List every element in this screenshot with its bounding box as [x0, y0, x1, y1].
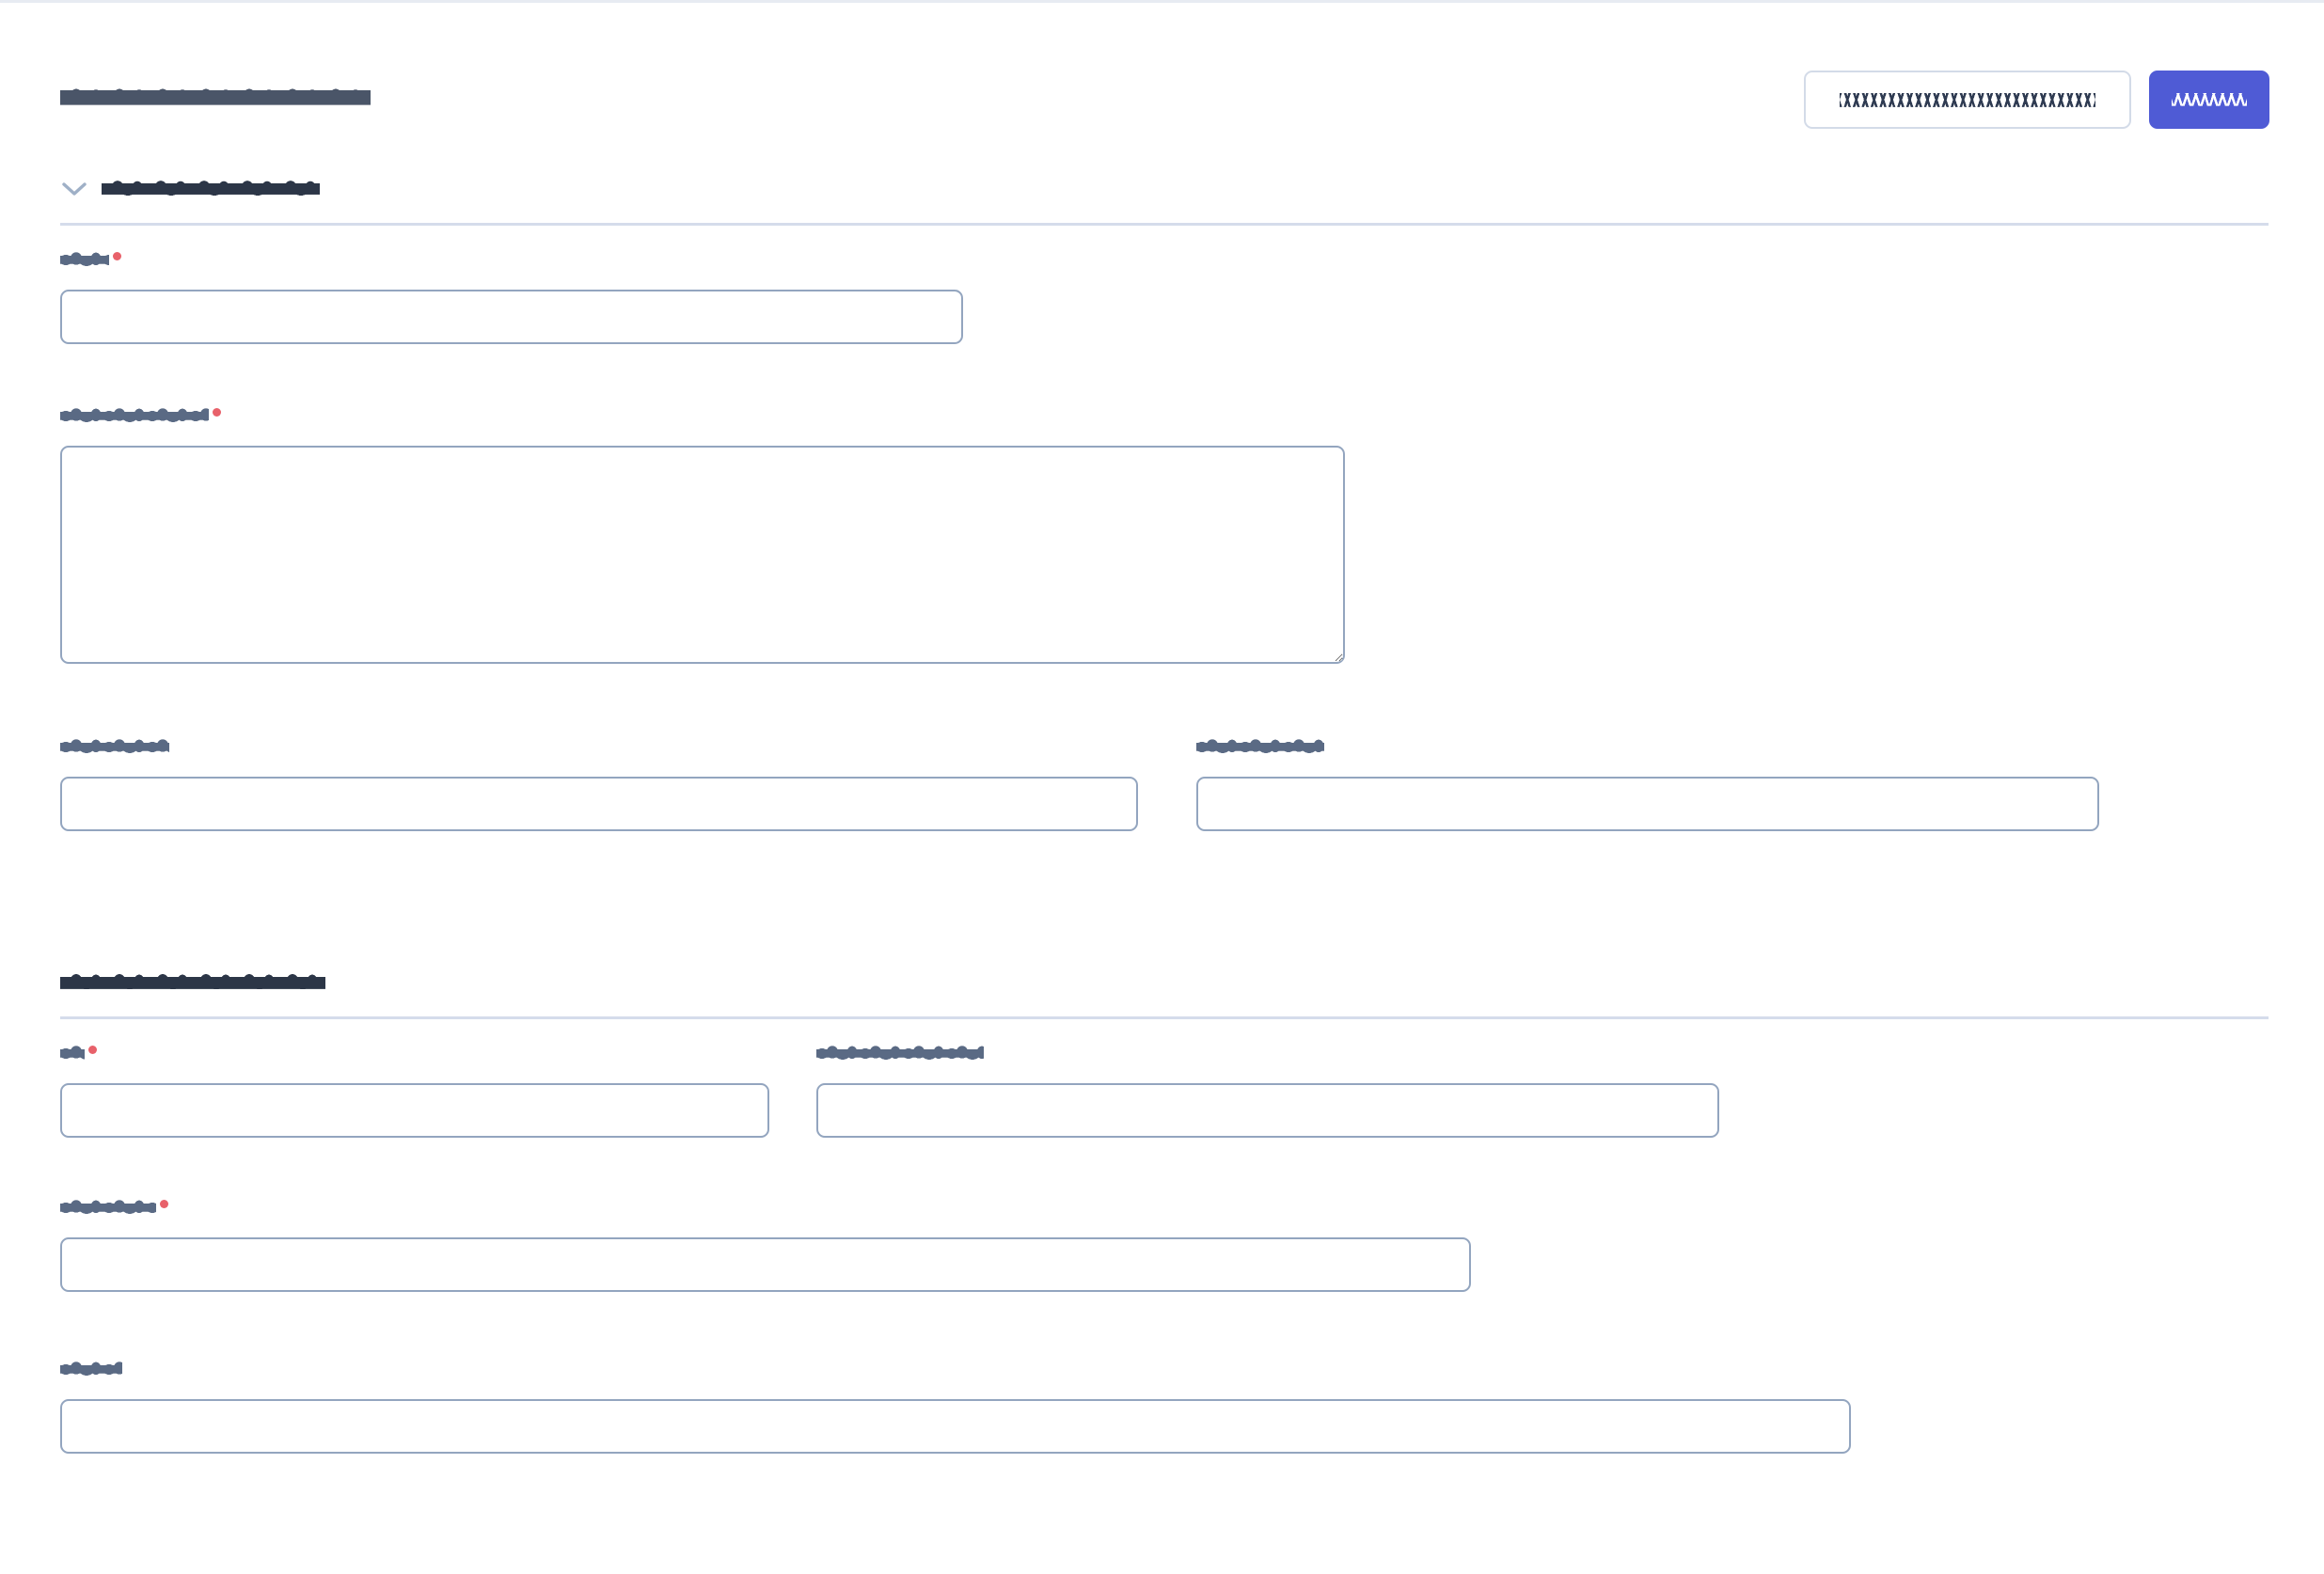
primary-action-label	[2172, 89, 2247, 110]
field-4-input[interactable]	[1196, 777, 2099, 831]
field-4-label	[1196, 738, 1324, 756]
field-1-input[interactable]	[60, 290, 963, 344]
field-7-label-row	[60, 1199, 1471, 1220]
chevron-down-icon[interactable]	[60, 181, 88, 197]
field-6-label	[816, 1045, 984, 1062]
section-two	[0, 964, 2324, 1019]
field-2-required-marker	[213, 408, 221, 417]
field-8	[60, 1361, 1851, 1454]
field-1-label	[60, 251, 109, 269]
field-5-required-marker	[88, 1046, 97, 1054]
section-one-divider	[60, 223, 2269, 226]
page-title	[60, 82, 371, 114]
section-two-header	[0, 964, 2324, 1001]
field-2	[60, 407, 1345, 664]
field-7	[60, 1199, 1471, 1292]
field-5	[60, 1045, 769, 1138]
field-3	[60, 738, 1138, 831]
field-8-label	[60, 1361, 122, 1378]
field-2-textarea[interactable]	[60, 446, 1345, 664]
field-3-label-row	[60, 738, 1138, 759]
primary-action-button[interactable]	[2149, 71, 2269, 129]
field-6-label-row	[816, 1045, 1719, 1065]
field-7-input[interactable]	[60, 1237, 1471, 1292]
field-5-input[interactable]	[60, 1083, 769, 1138]
field-8-input[interactable]	[60, 1399, 1851, 1454]
section-two-divider	[60, 1016, 2269, 1019]
field-1	[60, 251, 963, 344]
field-6-input[interactable]	[816, 1083, 1719, 1138]
field-6	[816, 1045, 1719, 1138]
section-one	[0, 170, 2324, 226]
field-8-label-row	[60, 1361, 1851, 1381]
field-4-label-row	[1196, 738, 2099, 759]
field-7-label	[60, 1199, 156, 1217]
field-3-label	[60, 738, 169, 756]
field-5-label-row	[60, 1045, 769, 1065]
field-4	[1196, 738, 2099, 831]
section-one-header[interactable]	[0, 170, 2324, 208]
field-3-input[interactable]	[60, 777, 1138, 831]
section-two-title	[60, 969, 325, 996]
section-one-title	[102, 177, 320, 201]
field-2-label	[60, 407, 209, 425]
header-actions	[1804, 71, 2269, 129]
field-1-required-marker	[113, 252, 121, 260]
secondary-action-label	[1840, 88, 2095, 111]
field-7-required-marker	[160, 1200, 168, 1208]
field-5-label	[60, 1045, 85, 1062]
field-1-label-row	[60, 251, 963, 272]
secondary-action-button[interactable]	[1804, 71, 2131, 129]
page-header	[0, 3, 2324, 163]
field-2-label-row	[60, 407, 1345, 428]
